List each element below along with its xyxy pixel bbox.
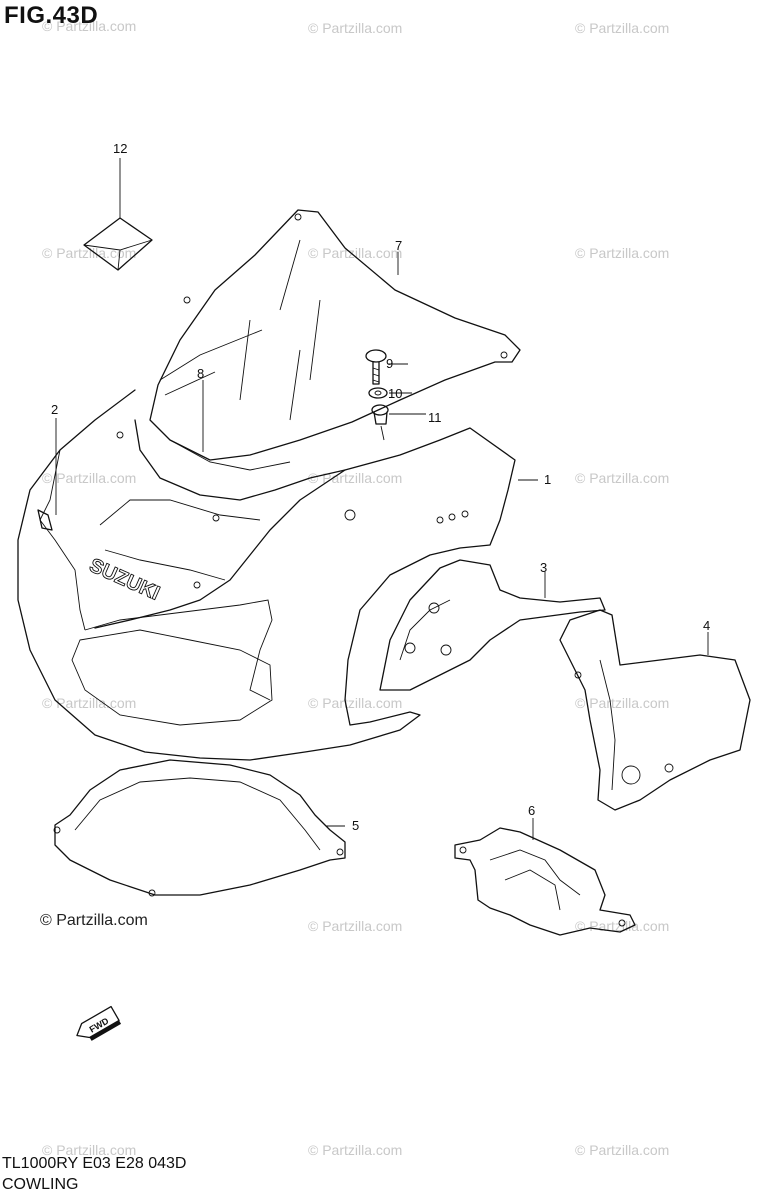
callout-6: 6: [528, 803, 535, 818]
callout-8: 8: [197, 366, 204, 381]
watermark: © Partzilla.com: [42, 1142, 137, 1158]
callout-10: 10: [388, 386, 402, 401]
watermark: © Partzilla.com: [308, 20, 403, 36]
callout-12: 12: [113, 141, 127, 156]
callout-5: 5: [352, 818, 359, 833]
watermark: © Partzilla.com: [575, 695, 670, 711]
callout-7: 7: [395, 238, 402, 253]
washer-icon: 10: [368, 386, 412, 401]
model-code: TL1000RY E03 E28 043D: [2, 1155, 187, 1172]
nut-icon: 11: [371, 404, 442, 441]
watermark: © Partzilla.com: [575, 20, 670, 36]
watermark: © Partzilla.com: [308, 695, 403, 711]
windscreen-icon: 7: [149, 209, 521, 461]
callout-4: 4: [703, 618, 710, 633]
watermark: © Partzilla.com: [308, 1142, 403, 1158]
cowling-emblem-icon: 2: [37, 402, 58, 531]
forward-direction-icon: FWD: [76, 1005, 122, 1041]
callout-11: 11: [428, 410, 442, 425]
callout-2: 2: [51, 402, 58, 417]
lower-cowling-icon: 5: [53, 759, 359, 897]
figure-title: FIG.43D: [4, 2, 99, 29]
callout-1: 1: [544, 472, 551, 487]
watermark: © Partzilla.com: [575, 245, 670, 261]
cowling-brace-icon: 6: [454, 803, 636, 936]
watermark: © Partzilla.com: [575, 1142, 670, 1158]
watermark: © Partzilla.com: [308, 918, 403, 934]
watermark: © Partzilla.com: [42, 470, 137, 486]
screw-icon: 9: [365, 349, 408, 385]
watermark: © Partzilla.com: [575, 470, 670, 486]
callout-9: 9: [386, 356, 393, 371]
inner-cover-right-icon: 3: [379, 559, 606, 691]
inner-cover-left-icon: 4: [559, 609, 751, 811]
upper-cowling-icon: 1: [17, 389, 551, 761]
watermark: © Partzilla.com: [42, 18, 137, 34]
windscreen-trim-icon: 8: [134, 366, 346, 501]
copyright-credit: © Partzilla.com: [40, 912, 148, 929]
label-icon: 12: [83, 141, 153, 271]
watermark: © Partzilla.com: [308, 470, 403, 486]
section-name: COWLING: [2, 1176, 79, 1193]
callout-3: 3: [540, 560, 547, 575]
watermark: © Partzilla.com: [308, 245, 403, 261]
watermark: © Partzilla.com: [42, 695, 137, 711]
